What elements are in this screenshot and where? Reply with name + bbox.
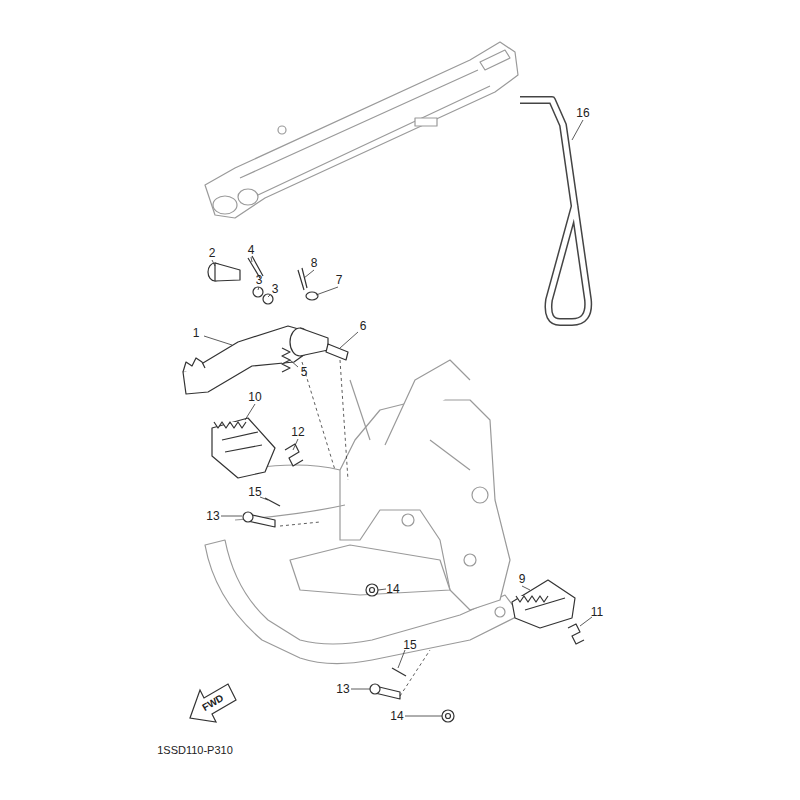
- swingarm: [240, 70, 490, 195]
- stand: [520, 100, 588, 322]
- callout-number: 2: [209, 247, 216, 259]
- callout-number: 14: [390, 710, 403, 722]
- swingarm: [238, 189, 258, 205]
- stand: [520, 100, 588, 322]
- callout-number: 13: [336, 683, 349, 695]
- callout-number: 11: [591, 606, 603, 618]
- footpegs: [568, 624, 584, 644]
- callout-number: 3: [256, 274, 263, 286]
- leader-lines: [302, 360, 348, 480]
- footpegs: [370, 588, 375, 593]
- brake-pedal: [326, 344, 348, 360]
- frame: [472, 487, 488, 503]
- footpegs: [212, 418, 584, 722]
- brake-pedal: [215, 263, 240, 281]
- stand: [520, 100, 588, 322]
- brake-pedal: [253, 287, 263, 297]
- forward-arrow: [190, 684, 236, 722]
- leader-lines: [204, 257, 358, 367]
- callout-number: 9: [519, 573, 526, 585]
- footpegs: [512, 580, 575, 628]
- footpegs: [370, 684, 380, 694]
- part-code: 1SSD110-P310: [157, 745, 233, 756]
- swingarm: [205, 42, 518, 218]
- callout-number: 12: [291, 426, 304, 438]
- brake-pedal: [300, 328, 328, 356]
- frame: [464, 554, 476, 566]
- brake-pedal: [183, 256, 348, 394]
- brake-pedal: [183, 326, 308, 394]
- callout-number: 15: [403, 639, 416, 651]
- footpegs: [442, 710, 454, 722]
- callout-number: 1: [193, 327, 200, 339]
- brake-pedal: [306, 292, 318, 300]
- footpegs: [366, 584, 378, 596]
- callout-number: 7: [336, 274, 343, 286]
- leader-lines: [221, 404, 592, 716]
- frame: [495, 607, 505, 617]
- callout-number: 3: [272, 283, 279, 295]
- callout-number: 6: [360, 320, 367, 332]
- swingarm: [213, 196, 237, 214]
- callout-number: 14: [386, 583, 399, 595]
- leader-lines: [280, 522, 430, 696]
- callout-number: 4: [248, 244, 255, 256]
- footpegs: [214, 422, 262, 452]
- brake-pedal: [183, 358, 205, 372]
- callout-number: 15: [248, 486, 261, 498]
- footpegs: [265, 498, 280, 506]
- leader-lines: [572, 120, 583, 140]
- footpegs: [243, 512, 253, 522]
- footpegs: [392, 668, 406, 676]
- leader-lines: [204, 120, 592, 716]
- frame: [205, 360, 520, 664]
- swingarm: [480, 50, 510, 70]
- forward-arrow: [190, 684, 236, 722]
- frame: [402, 514, 414, 526]
- callout-number: 13: [206, 510, 219, 522]
- callout-number: 8: [311, 257, 318, 269]
- footpegs: [212, 418, 275, 478]
- footpegs: [516, 596, 565, 610]
- forward-label: FWD: [201, 693, 226, 713]
- swingarm: [205, 42, 518, 218]
- brake-pedal: [263, 294, 273, 304]
- brake-pedal: [298, 268, 307, 290]
- swingarm: [278, 126, 286, 134]
- callout-number: 10: [248, 391, 261, 403]
- frame: [350, 360, 470, 470]
- callout-number: 5: [301, 366, 308, 378]
- swingarm: [415, 118, 437, 126]
- callout-number: 16: [576, 107, 589, 119]
- footpegs: [446, 714, 451, 719]
- frame: [290, 545, 450, 595]
- brake-pedal: [282, 348, 290, 372]
